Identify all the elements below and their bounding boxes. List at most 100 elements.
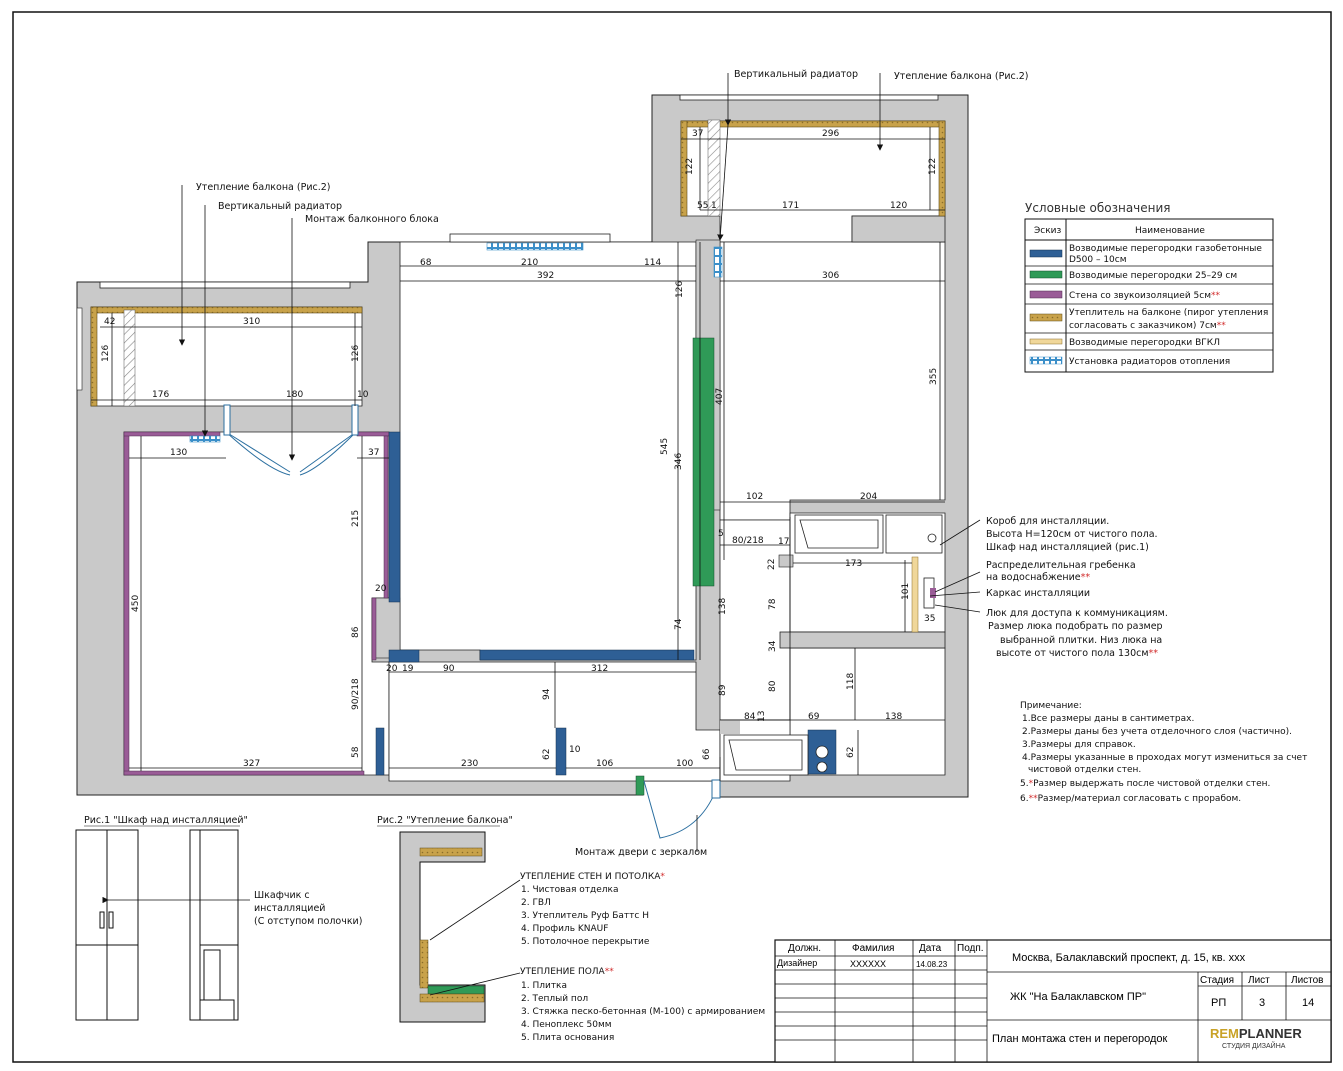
- dim-label: 138: [885, 712, 902, 722]
- dim-label: 84: [744, 712, 756, 722]
- figure-2: Рис.2 "Утепление балкона" УТЕПЛЕНИЕ СТЕН…: [377, 815, 765, 1043]
- note-3: 3.Размеры для справок.: [1022, 740, 1136, 750]
- legend-title: Условные обозначения: [1025, 201, 1171, 215]
- dim-label: 176: [152, 390, 169, 400]
- dim-label: 126: [675, 281, 685, 298]
- tb-date: 14.08.23: [916, 960, 948, 969]
- dim-label: 80/218: [732, 536, 764, 546]
- fig2-walls-item-4: 4. Профиль KNAUF: [521, 924, 608, 934]
- dim-label: 106: [596, 759, 613, 769]
- dim-label: 68: [420, 258, 432, 268]
- legend-swatch-insulation: [1029, 313, 1063, 322]
- fig2-floor-item-2: 2. Теплый пол: [521, 994, 588, 1004]
- logo-text: REMPLANNER: [1210, 1026, 1302, 1041]
- fig2-walls-title: УТЕПЛЕНИЕ СТЕН И ПОТОЛКА*: [520, 872, 665, 882]
- dim-label: 78: [768, 598, 778, 610]
- notes-title: Примечание:: [1020, 701, 1082, 711]
- fig2-floor-item-5: 5. Плита основания: [521, 1033, 614, 1043]
- fig1-title: Рис.1 "Шкаф над инсталляцией": [84, 815, 248, 826]
- tb-h-date: Дата: [919, 943, 942, 954]
- notes: Примечание: 1.Все размеры даны в сантиме…: [1020, 701, 1307, 804]
- note-4b: чистовой отделки стен.: [1028, 765, 1141, 775]
- note-5: 5.*Размер выдержать после чистовой отдел…: [1020, 779, 1270, 789]
- legend-col-name: Наименование: [1135, 226, 1205, 236]
- gkl-partition: [911, 556, 919, 633]
- dim-label: 215: [351, 510, 361, 527]
- dim-label: 19: [402, 664, 414, 674]
- callout-box-1: Короб для инсталляции.: [986, 516, 1109, 527]
- callout-comb-2: на водоснабжение**: [986, 572, 1090, 583]
- tb-role: Дизайнер: [777, 958, 817, 968]
- callout-box-2: Высота Н=120см от чистого пола.: [986, 529, 1158, 540]
- tb-sheet-title: План монтажа стен и перегородок: [992, 1033, 1167, 1045]
- dim-label: 450: [131, 595, 141, 612]
- dim-label: 20: [375, 584, 387, 594]
- legend-row-3: Стена со звукоизоляцией 5см**: [1069, 291, 1221, 301]
- dim-label: 122: [928, 158, 938, 175]
- dim-label: 230: [461, 759, 478, 769]
- legend-row-4a: Утеплитель на балконе (пирог утепления: [1069, 308, 1268, 318]
- dim-label: 100: [676, 759, 693, 769]
- tb-h-position: Должн.: [788, 943, 821, 954]
- dim-label: 74: [674, 618, 684, 630]
- callout-hatch-3: выбранной плитки. Низ люка на: [1000, 635, 1162, 646]
- dim-label: 5: [718, 529, 724, 539]
- callout-box-3: Шкаф над инсталляцией (рис.1): [986, 542, 1149, 553]
- dim-label: 101: [901, 583, 911, 600]
- dimension-labels: 37 296 122 122 55 1 171 120 68 210 114 3…: [101, 129, 939, 769]
- tb-stage: РП: [1211, 997, 1226, 1009]
- dim-label: 22: [767, 559, 777, 570]
- sheet-frame: [12, 11, 1332, 1063]
- dim-label: 37: [368, 448, 379, 458]
- legend-row-1a: Возводимые перегородки газобетонные: [1069, 244, 1262, 254]
- note-2: 2.Размеры даны без учета отделочного сло…: [1022, 727, 1292, 737]
- dim-label: 42: [104, 317, 115, 327]
- fig1-label-2: инсталляцией: [254, 903, 325, 914]
- dim-label: 1: [711, 201, 717, 211]
- callout-balcony-block: Монтаж балконного блока: [305, 214, 439, 225]
- radiator-vertical: [713, 246, 723, 278]
- dim-label: 346: [674, 453, 684, 470]
- radiator-living: [486, 242, 584, 251]
- tb-complex: ЖК "На Балаклавском ПР": [1010, 991, 1146, 1003]
- note-6: 6.**Размер/материал согласовать с прораб…: [1020, 794, 1241, 804]
- dim-label: 138: [718, 598, 728, 615]
- dim-label: 407: [715, 388, 725, 405]
- dim-label: 34: [768, 640, 778, 652]
- dim-label: 90: [443, 664, 455, 674]
- legend-row-4b: согласовать с заказчиком) 7см**: [1069, 321, 1226, 331]
- dim-label: 545: [660, 438, 670, 455]
- note-4a: 4.Размеры указанные в проходах могут изм…: [1022, 753, 1307, 763]
- dim-label: 62: [846, 747, 856, 758]
- fig2-title: Рис.2 "Утепление балкона": [377, 815, 513, 826]
- legend-swatch-radiator: [1029, 356, 1063, 365]
- green-partition: [692, 337, 715, 587]
- callout-hatch-1: Люк для доступа к коммуникациям.: [986, 608, 1168, 619]
- legend-swatch-sound: [1029, 290, 1063, 299]
- entry-door: [643, 779, 721, 839]
- legend-row-1b: D500 – 10см: [1069, 255, 1127, 265]
- logo-subtitle: СТУДИЯ ДИЗАЙНА: [1222, 1041, 1286, 1050]
- dim-label: 312: [591, 664, 608, 674]
- callout-frame: Каркас инсталляции: [986, 588, 1090, 599]
- fig1-label-1: Шкафчик с: [254, 890, 310, 901]
- tb-address: Москва, Балаклавский проспект, д. 15, кв…: [1012, 952, 1246, 964]
- dim-label: 310: [243, 317, 260, 327]
- dim-label: 126: [351, 345, 361, 362]
- dim-label: 20: [386, 664, 398, 674]
- fig2-walls-item-3: 3. Утеплитель Руф Баттс Н: [521, 911, 649, 921]
- fig2-floor-title: УТЕПЛЕНИЕ ПОЛА**: [520, 967, 614, 977]
- tb-h-stage: Стадия: [1200, 975, 1234, 986]
- title-block: Должн. Фамилия Дата Подп. Дизайнер XXXXX…: [774, 939, 1332, 1063]
- tb-sheet: 3: [1259, 997, 1265, 1009]
- fig2-floor-item-4: 4. Пеноплекс 50мм: [521, 1020, 612, 1030]
- callout-labels: Утепление балкона (Рис.2) Вертикальный р…: [196, 69, 1168, 858]
- fig2-floor-item-3: 3. Стяжка песко-бетонная (М-100) с армир…: [521, 1007, 765, 1017]
- fig2-walls-item-2: 2. ГВЛ: [521, 898, 551, 908]
- callout-hatch-4: высоте от чистого пола 130см**: [996, 648, 1158, 659]
- dim-label: 37: [692, 129, 703, 139]
- balcony-insulation: [90, 120, 946, 407]
- figure-1: Рис.1 "Шкаф над инсталляцией" Шкафчик с …: [75, 815, 362, 1021]
